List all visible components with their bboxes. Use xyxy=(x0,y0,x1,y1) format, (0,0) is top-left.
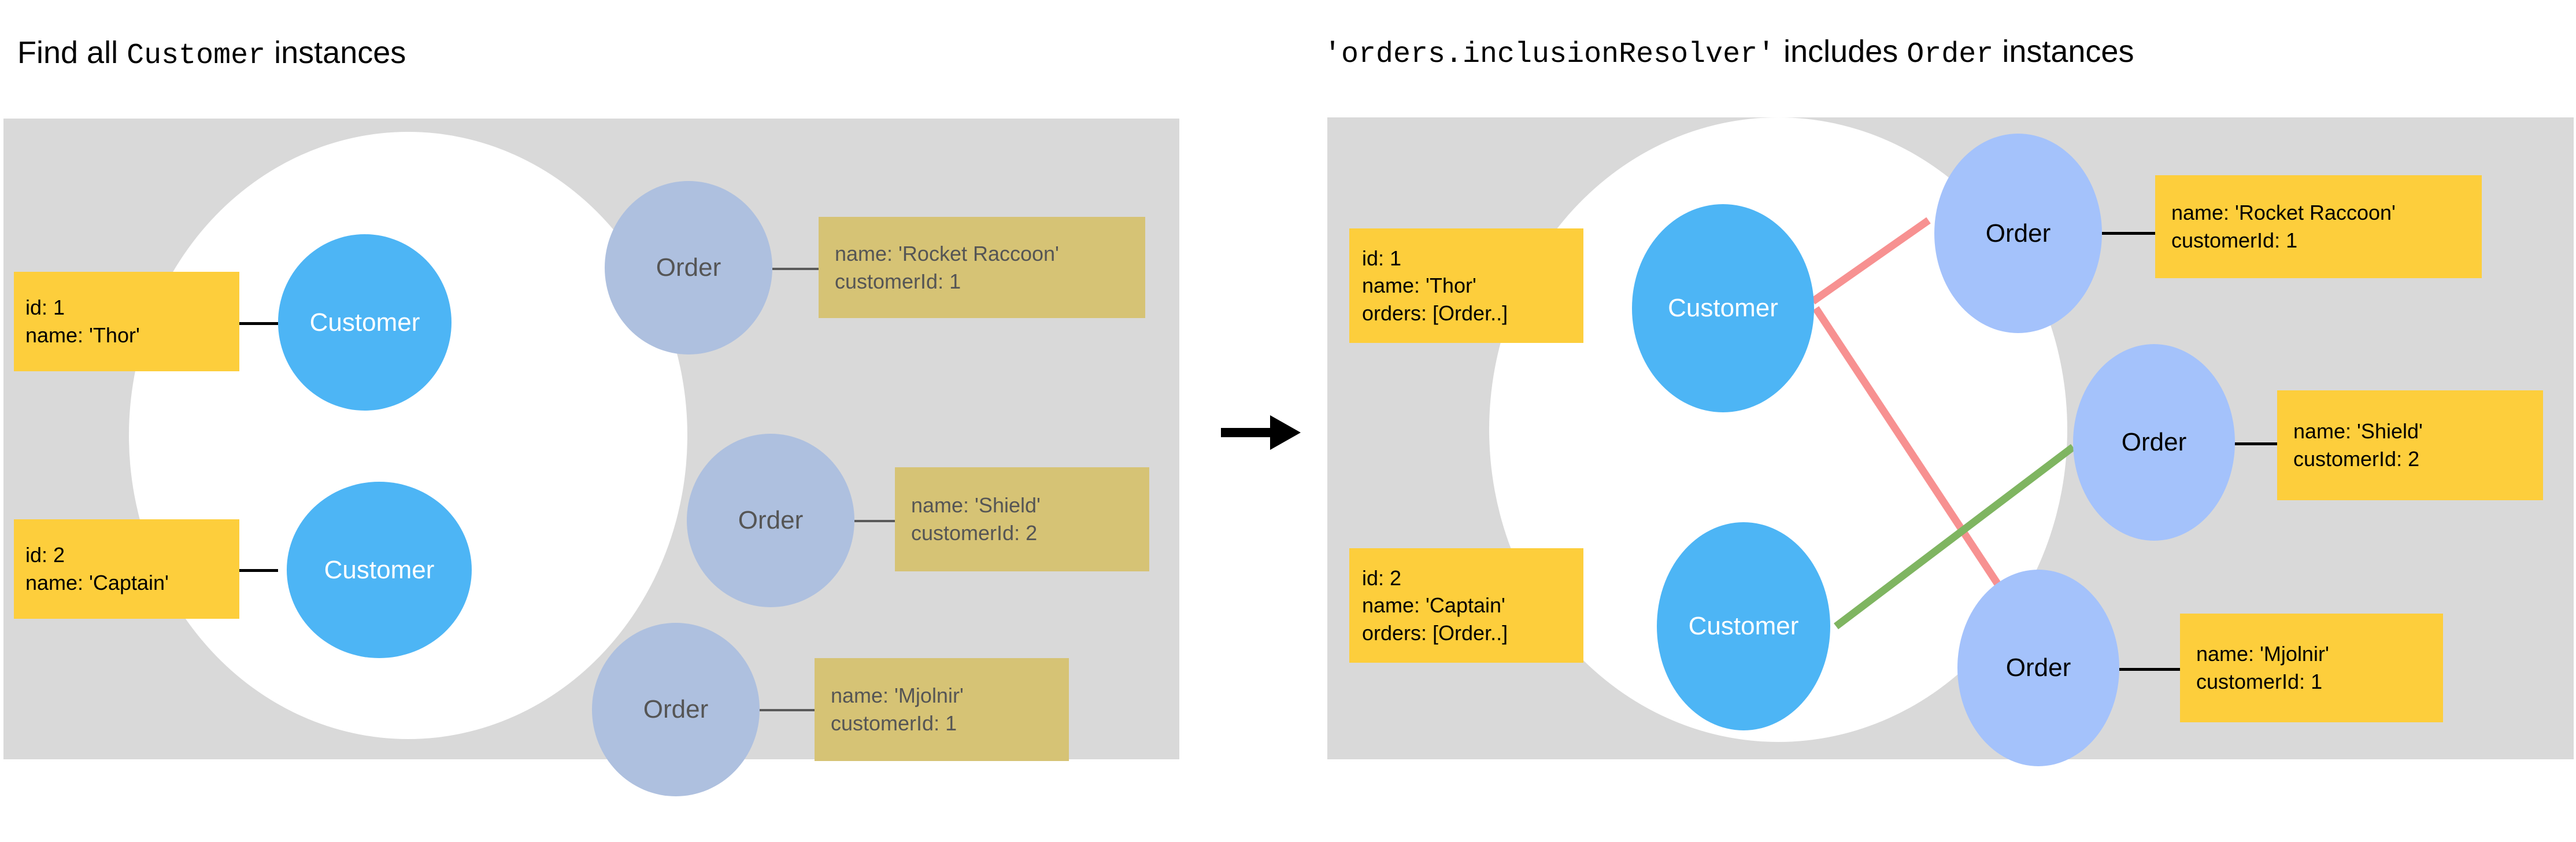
node-r-order-2-label: Order xyxy=(2121,428,2187,456)
node-customer-1[interactable]: Customer xyxy=(278,234,451,411)
inclusion-highlight-ellipse xyxy=(1489,117,2067,742)
connector-order-1 xyxy=(772,268,819,270)
label-r-order-3: name: 'Mjolnir' customerId: 1 xyxy=(2180,614,2443,722)
left-panel: Customer Customer Order Order Order id: … xyxy=(3,119,1179,796)
label-customer-2-line-0: id: 2 xyxy=(25,543,65,567)
label-r-order-3-line-1: customerId: 1 xyxy=(2196,670,2323,693)
node-r-order-2[interactable]: Order xyxy=(2073,344,2235,541)
connector-r-order-3 xyxy=(2119,668,2180,671)
label-r-order-2-line-1: customerId: 2 xyxy=(2293,447,2420,471)
label-order-3-line-0: name: 'Mjolnir' xyxy=(831,684,964,708)
label-customer-1-line-0: id: 1 xyxy=(25,296,65,320)
label-r-order-1: name: 'Rocket Raccoon' customerId: 1 xyxy=(2155,175,2482,278)
label-order-2-line-0: name: 'Shield' xyxy=(911,493,1041,518)
label-r-customer-2-line-1: name: 'Captain' xyxy=(1362,593,1505,618)
label-r-order-1-line-1: customerId: 1 xyxy=(2171,228,2298,252)
node-customer-2[interactable]: Customer xyxy=(287,482,472,658)
label-customer-1: id: 1 name: 'Thor' xyxy=(14,272,239,371)
node-order-3[interactable]: Order xyxy=(592,623,760,796)
label-r-customer-2-line-2: orders: [Order..] xyxy=(1362,621,1508,645)
label-order-3: name: 'Mjolnir' customerId: 1 xyxy=(815,658,1069,761)
left-title-suffix: instances xyxy=(265,35,406,70)
relation-lines-layer xyxy=(1811,217,2075,630)
node-r-customer-2[interactable]: Customer xyxy=(1657,522,1830,730)
label-customer-1-line-1: name: 'Thor' xyxy=(25,323,140,347)
node-order-2[interactable]: Order xyxy=(687,434,854,607)
connector-r-order-1 xyxy=(2102,232,2155,235)
node-order-1[interactable]: Order xyxy=(605,181,772,354)
right-title-suffix: instances xyxy=(1993,34,2134,69)
label-order-2-line-1: customerId: 2 xyxy=(911,521,1038,545)
label-order-1-line-0: name: 'Rocket Raccoon' xyxy=(835,241,1059,265)
left-title-code: Customer xyxy=(127,39,266,72)
label-r-customer-1-line-1: name: 'Thor' xyxy=(1362,274,1476,298)
label-order-2: name: 'Shield' customerId: 2 xyxy=(895,467,1149,571)
label-r-customer-1-line-2: orders: [Order..] xyxy=(1362,301,1508,325)
label-r-order-2: name: 'Shield' customerId: 2 xyxy=(2277,390,2543,500)
node-order-2-label: Order xyxy=(738,506,804,534)
label-r-order-2-line-0: name: 'Shield' xyxy=(2293,419,2423,444)
arrow-right-icon xyxy=(1221,415,1301,450)
node-r-customer-1[interactable]: Customer xyxy=(1632,204,1814,412)
relation-thor-to-mjolnir xyxy=(1812,306,2010,600)
node-r-order-3[interactable]: Order xyxy=(1957,570,2119,766)
label-order-3-line-1: customerId: 1 xyxy=(831,711,957,735)
left-highlight-ellipse-layer xyxy=(129,132,687,739)
node-r-order-1-label: Order xyxy=(1985,219,2051,248)
left-title-prefix: Find all xyxy=(17,35,127,70)
label-customer-2: id: 2 name: 'Captain' xyxy=(14,519,239,619)
node-r-order-3-label: Order xyxy=(2005,653,2071,682)
connector-customer-1 xyxy=(238,322,278,325)
node-order-3-label: Order xyxy=(643,695,709,723)
relation-captain-to-shield xyxy=(1834,444,2075,630)
right-title-code-prefix: 'orders.inclusionResolver' xyxy=(1324,38,1775,71)
connector-order-2 xyxy=(854,520,895,522)
connector-r-order-2 xyxy=(2232,442,2277,445)
label-r-customer-2-line-0: id: 2 xyxy=(1362,566,1402,590)
customer-highlight-ellipse xyxy=(129,132,687,739)
label-customer-2-line-1: name: 'Captain' xyxy=(25,571,169,594)
node-order-1-label: Order xyxy=(656,253,721,282)
node-r-customer-1-label: Customer xyxy=(1668,294,1778,322)
right-highlight-ellipse-layer xyxy=(1489,117,2067,742)
label-order-1: name: 'Rocket Raccoon' customerId: 1 xyxy=(819,217,1145,318)
connector-customer-2 xyxy=(238,569,278,572)
node-customer-1-label: Customer xyxy=(309,308,420,337)
label-r-customer-1-line-0: id: 1 xyxy=(1362,246,1402,270)
relation-thor-to-rocket-raccoon xyxy=(1811,217,1931,305)
right-title-code-suffix: Order xyxy=(1907,38,1994,71)
connector-order-3 xyxy=(760,709,815,711)
left-panel-title: Find all Customer instances xyxy=(17,35,406,72)
label-r-order-3-line-0: name: 'Mjolnir' xyxy=(2196,642,2329,666)
label-order-1-line-1: customerId: 1 xyxy=(835,269,961,293)
label-r-customer-2: id: 2 name: 'Captain' orders: [Order..] xyxy=(1349,548,1583,663)
label-r-customer-1: id: 1 name: 'Thor' orders: [Order..] xyxy=(1349,228,1583,343)
right-panel-title: 'orders.inclusionResolver' includes Orde… xyxy=(1324,34,2134,71)
node-customer-2-label: Customer xyxy=(324,555,435,584)
node-r-order-1[interactable]: Order xyxy=(1934,134,2102,333)
node-r-customer-2-label: Customer xyxy=(1688,612,1799,640)
right-title-middle: includes xyxy=(1775,34,1907,69)
label-r-order-1-line-0: name: 'Rocket Raccoon' xyxy=(2171,201,2396,225)
right-panel: Order Order Order Customer Customer id: … xyxy=(1327,117,2574,766)
